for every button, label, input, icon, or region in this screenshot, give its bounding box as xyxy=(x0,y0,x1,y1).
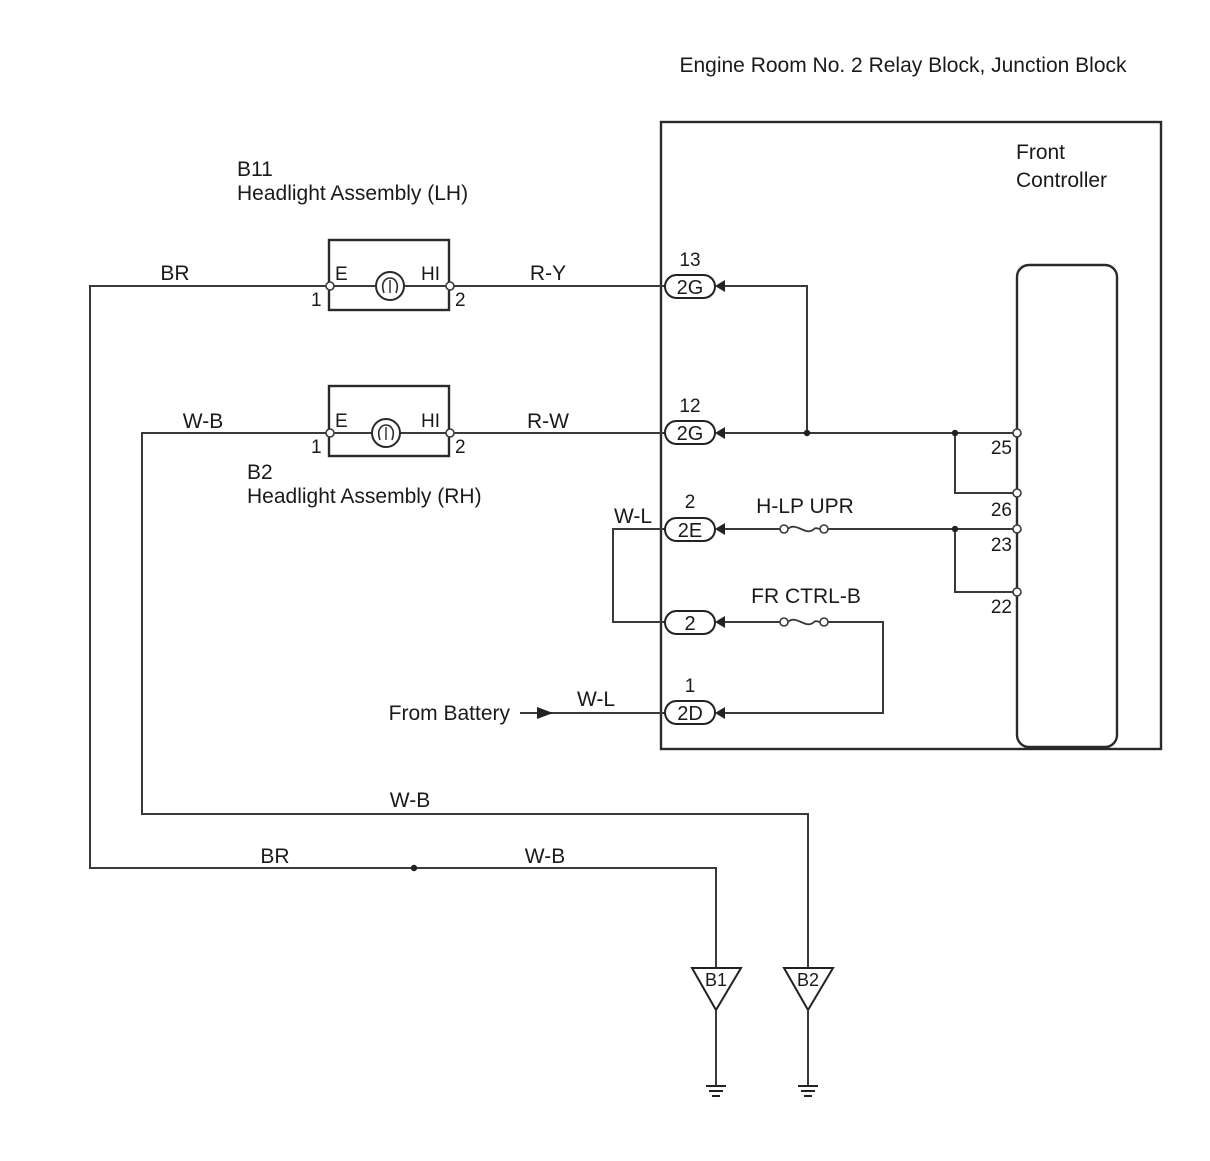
fuse-h-lp-upr-icon xyxy=(779,524,829,534)
headlight-rh-bulb-icon xyxy=(371,418,401,448)
connector-2-code: 2 xyxy=(684,613,695,635)
controller-pin-22: 22 xyxy=(991,597,1012,618)
fuse-h-lp-upr-label: H-LP UPR xyxy=(756,495,854,518)
connector-2g-13 xyxy=(664,274,725,299)
headlight-rh-pin-hi: HI xyxy=(421,411,440,432)
ground-b1-icon xyxy=(690,967,743,1097)
wire-label-ry: R-Y xyxy=(530,262,566,285)
battery-arrow-icon xyxy=(537,707,553,719)
wire-br-lh xyxy=(89,285,717,968)
connector-2e-2-code: 2E xyxy=(678,520,702,542)
controller-pin-25: 25 xyxy=(991,438,1012,459)
battery-label: From Battery xyxy=(389,702,511,725)
wire-label-br-lh: BR xyxy=(160,262,189,285)
connector-2d-1-pin: 1 xyxy=(685,676,696,697)
headlight-lh-bulb-icon xyxy=(375,271,405,301)
headlight-lh-pin-e: E xyxy=(335,264,348,285)
connector-2 xyxy=(664,610,725,635)
connector-2e-2-pin: 2 xyxy=(685,492,696,513)
relay-block-title: Engine Room No. 2 Relay Block, Junction … xyxy=(679,54,1127,77)
ground-b1-label: B1 xyxy=(705,970,727,990)
connector-2g-12-code: 2G xyxy=(677,423,704,445)
headlight-rh-pin-1: 1 xyxy=(311,437,322,458)
headlight-rh-code: B2 xyxy=(247,461,273,484)
controller-pin-23: 23 xyxy=(991,535,1012,556)
headlight-lh-box xyxy=(327,238,451,312)
headlight-rh-pin-2: 2 xyxy=(455,437,466,458)
front-controller-label-line1: Front xyxy=(1016,141,1065,164)
headlight-lh-pin-hi: HI xyxy=(421,264,440,285)
headlight-rh-pin-e: E xyxy=(335,411,348,432)
wire-label-wl-loop: W-L xyxy=(614,505,652,528)
relay-block-box xyxy=(659,120,1163,751)
connector-2e-2 xyxy=(664,517,725,542)
wire-label-rw: R-W xyxy=(527,410,569,433)
wire-label-wb-rh: W-B xyxy=(183,410,223,433)
connector-2d-1 xyxy=(664,700,725,725)
headlight-rh-name: Headlight Assembly (RH) xyxy=(247,485,482,508)
wire-label-wl-battery: W-L xyxy=(577,688,615,711)
headlight-lh-name: Headlight Assembly (LH) xyxy=(237,182,468,205)
fuse-fr-ctrl-b-label: FR CTRL-B xyxy=(751,585,861,608)
connector-2d-1-code: 2D xyxy=(677,703,703,725)
connector-2g-12-pin: 12 xyxy=(679,396,700,417)
headlight-lh-pin-1: 1 xyxy=(311,290,322,311)
wire-wl-loop xyxy=(612,528,665,623)
fuse-fr-ctrl-b-icon xyxy=(779,617,829,627)
connector-2g-13-code: 2G xyxy=(677,277,704,299)
wire-label-br-bottom: BR xyxy=(260,845,289,868)
connector-2g-12 xyxy=(664,420,725,445)
wire-wb-rh xyxy=(141,432,809,968)
connector-2g-13-pin: 13 xyxy=(679,250,700,271)
headlight-rh-box xyxy=(327,384,451,458)
ground-b2-icon xyxy=(782,967,835,1097)
front-controller-label-line2: Controller xyxy=(1016,169,1107,192)
wire-label-wb-bottom-lh: W-B xyxy=(525,845,565,868)
controller-pin-26: 26 xyxy=(991,500,1012,521)
front-controller-box xyxy=(1015,263,1119,749)
headlight-lh-pin-2: 2 xyxy=(455,290,466,311)
wire-label-wb-bottom-rh: W-B xyxy=(390,789,430,812)
ground-b2-label: B2 xyxy=(797,970,819,990)
headlight-lh-code: B11 xyxy=(237,158,273,181)
